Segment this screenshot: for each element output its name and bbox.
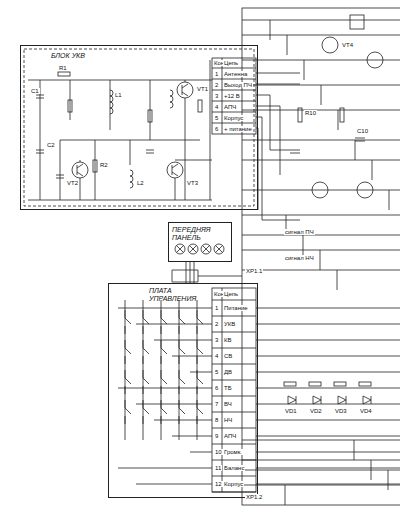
connector-cell: 11 <box>214 465 222 471</box>
connector-cell: Цепь <box>223 60 239 66</box>
part-label: ХР1.1 <box>245 268 263 274</box>
connector-table <box>212 288 256 492</box>
connector-cell: Корпус <box>223 481 244 487</box>
block-title: ПЕРЕДНЯЯ ПАНЕЛЬ <box>172 226 230 241</box>
part-label: ХР1.2 <box>245 494 263 500</box>
part-label: R10 <box>304 110 317 116</box>
part-label: VT3 <box>186 180 199 186</box>
main-board-outline <box>242 8 400 505</box>
connector-cell: Корпус <box>223 115 244 121</box>
connector-cell: 4 <box>214 104 219 110</box>
transistor-symbol <box>167 162 183 178</box>
connector-cell: 5 <box>214 115 219 121</box>
connector-cell: 3 <box>214 93 219 99</box>
part-label: VT1 <box>196 86 209 92</box>
connector-cell: 2 <box>214 321 219 327</box>
connector-cell: 1 <box>214 71 219 77</box>
part-label: R2 <box>99 162 109 168</box>
connector-cell: АПЧ <box>223 104 237 110</box>
capacitor-symbol <box>36 95 154 178</box>
connector-cell: 1 <box>214 305 219 311</box>
connector-cell: +12 В <box>223 93 241 99</box>
block-title: ПЛАТА УПРАВЛЕНИЯ <box>149 287 209 302</box>
connector-cell: КВ <box>223 337 233 343</box>
part-label: VD3 <box>334 408 348 414</box>
part-label: сигнал НЧ <box>284 255 315 261</box>
connector-cell: 5 <box>214 369 219 375</box>
part-label: L2 <box>136 180 145 186</box>
transistor-symbol <box>72 162 88 178</box>
resistor-symbol <box>68 100 72 112</box>
part-label: VD1 <box>284 408 298 414</box>
connector-cell: Антенна <box>223 71 248 77</box>
connector-cell: 2 <box>214 82 219 88</box>
part-label: сигнал ПЧ <box>284 229 315 235</box>
connector-cell: Баланс <box>223 465 245 471</box>
lamp-symbol <box>175 244 224 254</box>
connector-cell: Громк. <box>223 449 243 455</box>
capacitor-symbol <box>290 138 365 153</box>
connector-cell: 7 <box>214 401 219 407</box>
connector-cell: 12 <box>214 481 223 487</box>
connector-cell: СВ <box>223 353 233 359</box>
connector-cell: 4 <box>214 353 219 359</box>
resistor-symbol <box>148 110 152 122</box>
part-label: VT2 <box>66 180 79 186</box>
transistor-symbol <box>357 182 373 198</box>
transistor-symbol <box>177 82 193 98</box>
coil-symbol <box>110 90 173 188</box>
part-label: C2 <box>46 142 56 148</box>
connector-cell: НЧ <box>223 417 233 423</box>
connector-cell: ТБ <box>223 385 233 391</box>
connector-cell: Выход ПЧ <box>223 82 253 88</box>
connector-cell: 8 <box>214 417 219 423</box>
transistor-symbol <box>312 182 328 198</box>
connector-cell: УКВ <box>223 321 236 327</box>
part-label: VD4 <box>359 408 373 414</box>
resistor-symbol <box>198 100 202 112</box>
connector-table <box>212 58 256 134</box>
connector-cell: Цепь <box>223 291 239 297</box>
connector-cell: 3 <box>214 337 219 343</box>
block-title: БЛОК УКВ <box>51 52 111 60</box>
connector-cell: 10 <box>214 449 223 455</box>
part-label: C1 <box>30 88 40 94</box>
resistor-symbol <box>58 72 70 76</box>
diode-row <box>284 382 371 404</box>
transistor-symbol <box>322 37 338 53</box>
resistor-symbol <box>93 160 97 172</box>
connector-cell: ДВ <box>223 369 233 375</box>
block-box: ПЕРЕДНЯЯ ПАНЕЛЬ <box>168 222 232 262</box>
wire-bundle <box>186 262 194 283</box>
connector-cell: 6 <box>214 385 219 391</box>
connector-cell: ВЧ <box>223 401 233 407</box>
part-label: VT4 <box>341 42 354 48</box>
ic-symbol <box>350 15 364 29</box>
connector-cell: АПЧ <box>223 433 237 439</box>
part-label: R1 <box>58 65 68 71</box>
connector-cell: 6 <box>214 126 219 132</box>
resistor-symbol <box>298 108 302 122</box>
part-label: VD2 <box>309 408 323 414</box>
shield-outline <box>24 49 254 206</box>
connector-cell: 9 <box>214 433 219 439</box>
part-label: C10 <box>356 128 369 134</box>
connector-cell: Питание <box>223 305 249 311</box>
transistor-symbol <box>367 52 383 68</box>
switch-matrix <box>125 300 203 440</box>
connector-cell: + питание <box>223 126 253 132</box>
part-label: L1 <box>114 92 123 98</box>
resistor-symbol <box>340 108 344 122</box>
